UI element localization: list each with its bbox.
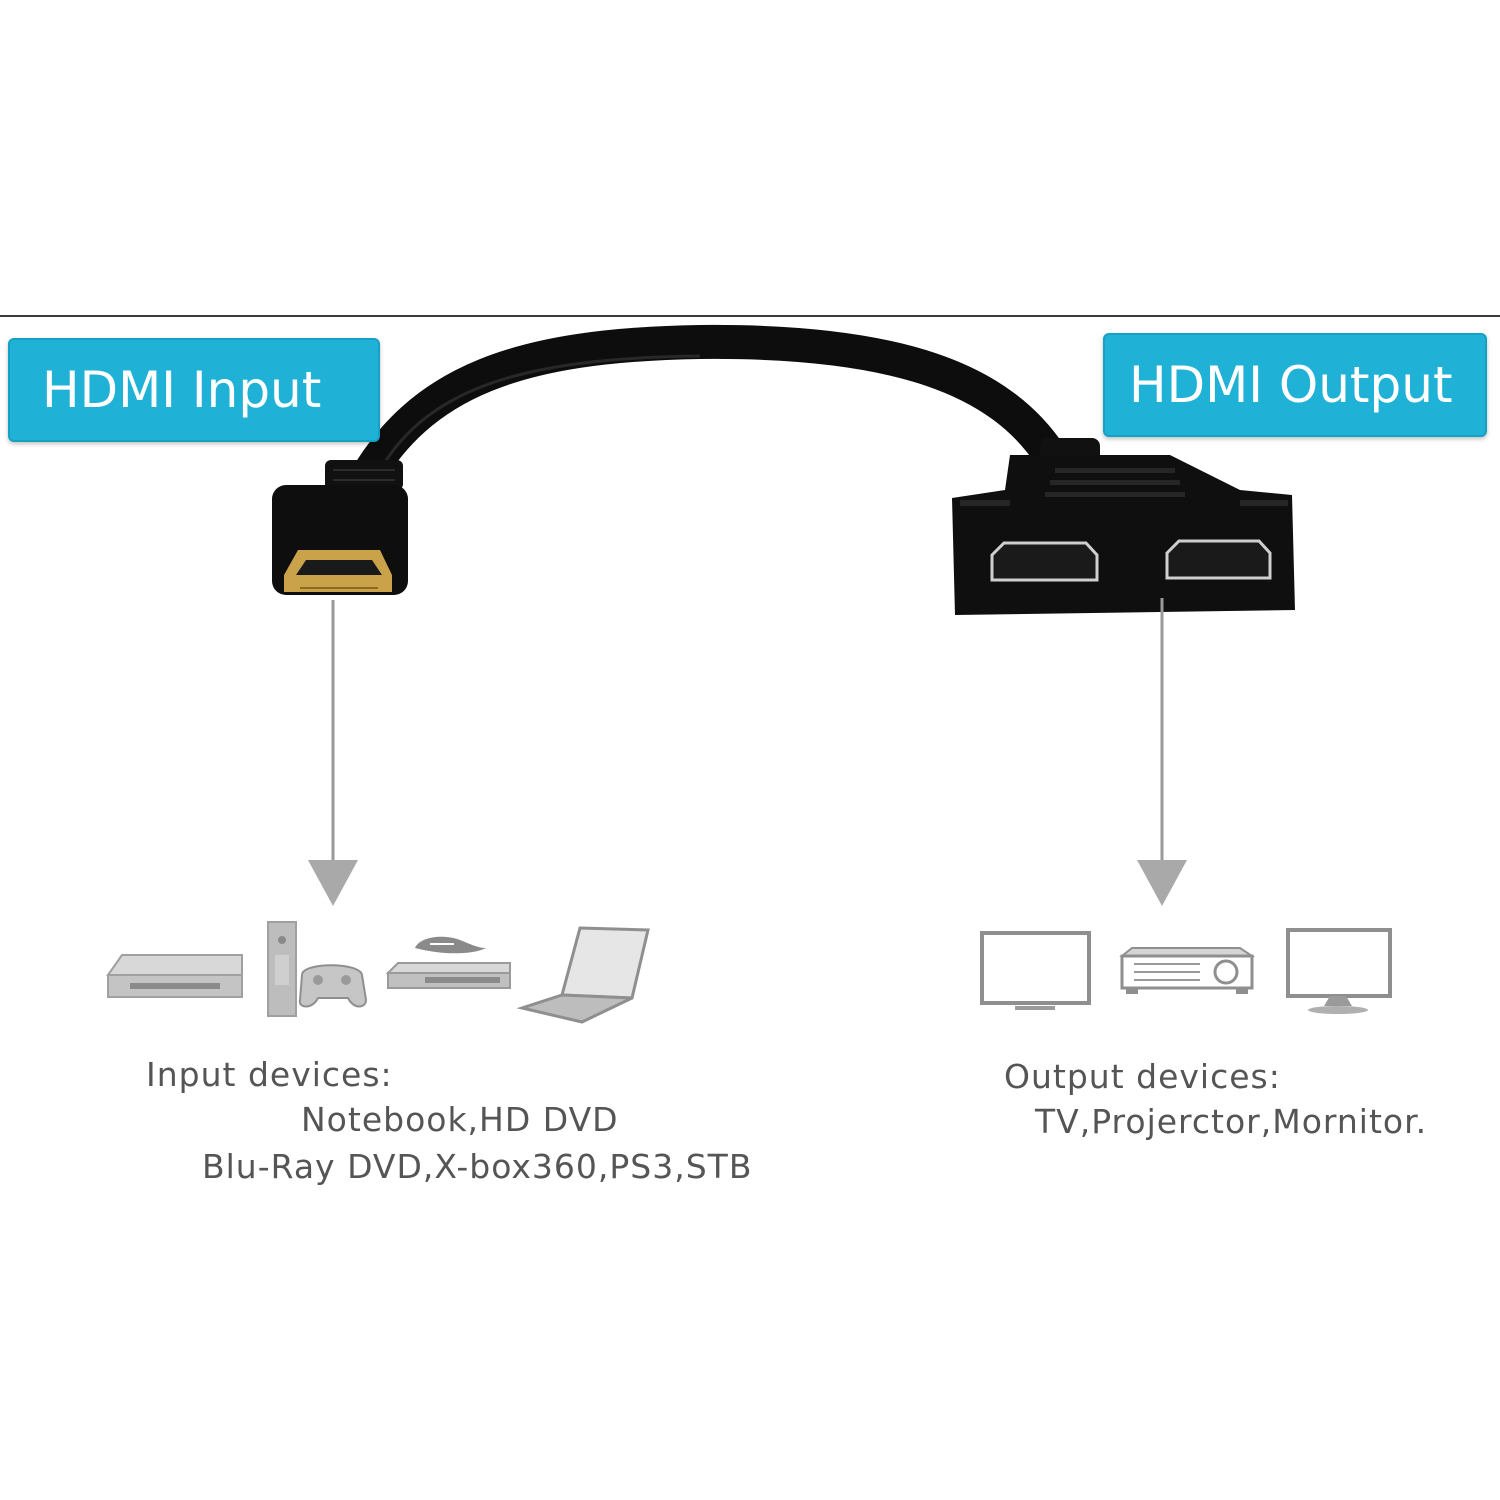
top-divider — [0, 315, 1500, 317]
hdmi-port-1 — [990, 541, 1099, 582]
monitor-icon — [1286, 928, 1392, 1014]
projector-icon — [1119, 947, 1256, 994]
tv-icon — [980, 931, 1091, 1010]
hdmi-port-2 — [1165, 539, 1272, 580]
hdmi-cable — [345, 324, 1067, 502]
input-devices-line-2: Blu-Ray DVD,X-box360,PS3,STB — [202, 1147, 753, 1186]
input-devices-line-1: Notebook,HD DVD — [301, 1100, 619, 1139]
hdmi-output-label: HDMI Output — [1103, 333, 1487, 437]
set-top-box-icon — [106, 954, 243, 998]
output-devices-heading: Output devices: — [1004, 1057, 1281, 1096]
laptop-icon — [516, 926, 650, 1024]
hdmi-splitter-head — [952, 438, 1295, 615]
output-devices-line-1: TV,Projerctor,Mornitor. — [1035, 1102, 1428, 1141]
game-console-icon — [267, 921, 368, 1017]
input-arrow-icon — [308, 860, 358, 906]
blu-ray-player-icon — [385, 936, 511, 989]
input-devices-heading: Input devices: — [146, 1055, 393, 1094]
hdmi-input-label: HDMI Input — [8, 338, 380, 442]
hdmi-male-plug — [272, 460, 408, 595]
output-arrow-icon — [1137, 860, 1187, 906]
